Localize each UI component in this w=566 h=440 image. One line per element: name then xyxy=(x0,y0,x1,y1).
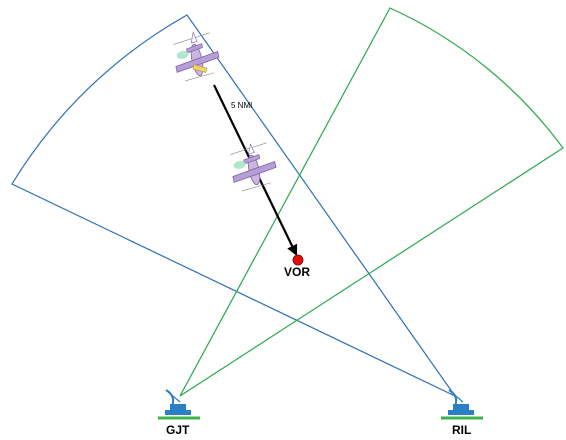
vor-label: VOR xyxy=(284,265,310,279)
radar-antenna-icon xyxy=(158,389,200,420)
gjt-label: GJT xyxy=(166,423,190,437)
vor-beacon-icon xyxy=(292,254,304,266)
ril-label: RIL xyxy=(452,423,471,437)
distance-label: 5 NMI xyxy=(231,101,252,110)
ril-coverage-sector xyxy=(179,7,564,397)
aircraft-icon xyxy=(230,142,277,192)
gjt-coverage-sector xyxy=(11,14,457,398)
aircraft-icon xyxy=(173,31,220,82)
radar-antenna-icon xyxy=(441,389,483,420)
